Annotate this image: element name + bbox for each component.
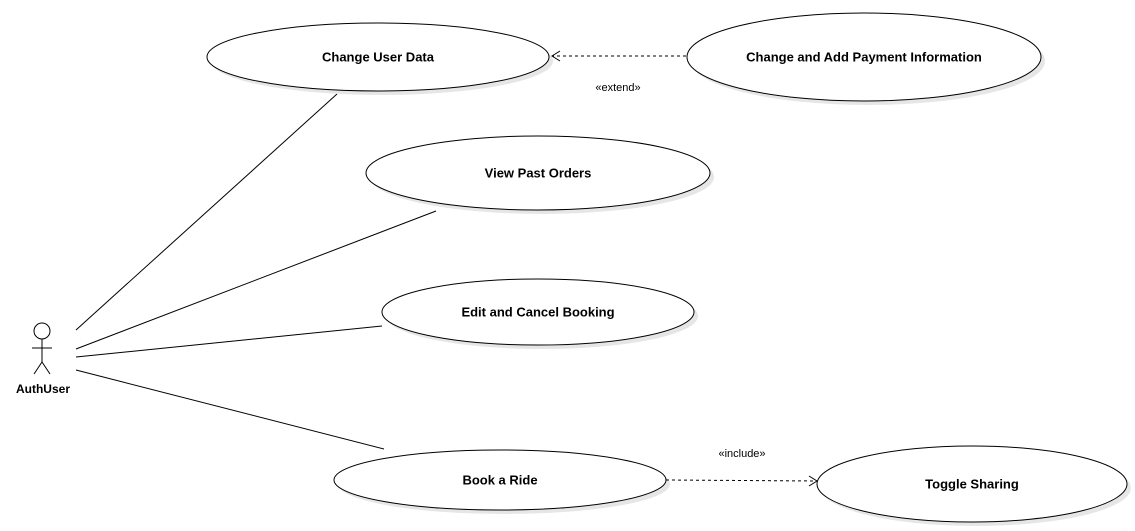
- use-case-change-user-data[interactable]: Change User Data: [206, 22, 553, 95]
- use-case-view-past-orders[interactable]: View Past Orders: [365, 135, 714, 214]
- use-case-book-ride[interactable]: Book a Ride: [333, 449, 670, 514]
- extend-arrowhead: [551, 50, 561, 62]
- include-dependency: «include»: [665, 448, 818, 487]
- use-case-view-past-orders-label: View Past Orders: [485, 166, 592, 181]
- include-label: «include»: [718, 448, 765, 460]
- association-view-past-orders: [75, 210, 437, 350]
- use-case-change-payment[interactable]: Change and Add Payment Information: [686, 12, 1045, 105]
- include-arrowhead: [808, 475, 818, 487]
- use-case-change-user-data-label: Change User Data: [322, 50, 435, 65]
- include-line: [665, 479, 818, 482]
- actor-authuser[interactable]: AuthUser: [16, 322, 70, 396]
- extend-dependency: «extend»: [551, 50, 686, 94]
- association-change-user-data: [75, 93, 338, 331]
- use-case-edit-cancel-booking[interactable]: Edit and Cancel Booking: [381, 278, 698, 349]
- use-case-book-ride-label: Book a Ride: [462, 473, 537, 488]
- use-case-change-payment-label: Change and Add Payment Information: [746, 50, 982, 65]
- use-case-edit-cancel-booking-label: Edit and Cancel Booking: [461, 305, 614, 320]
- actor-name: AuthUser: [16, 382, 70, 396]
- extend-label: «extend»: [595, 82, 640, 94]
- use-case-toggle-sharing-label: Toggle Sharing: [925, 477, 1019, 492]
- actor-figure-icon: [32, 322, 52, 375]
- association-edit-cancel-booking: [75, 325, 383, 358]
- association-book-ride: [75, 369, 385, 450]
- use-case-toggle-sharing[interactable]: Toggle Sharing: [816, 445, 1131, 526]
